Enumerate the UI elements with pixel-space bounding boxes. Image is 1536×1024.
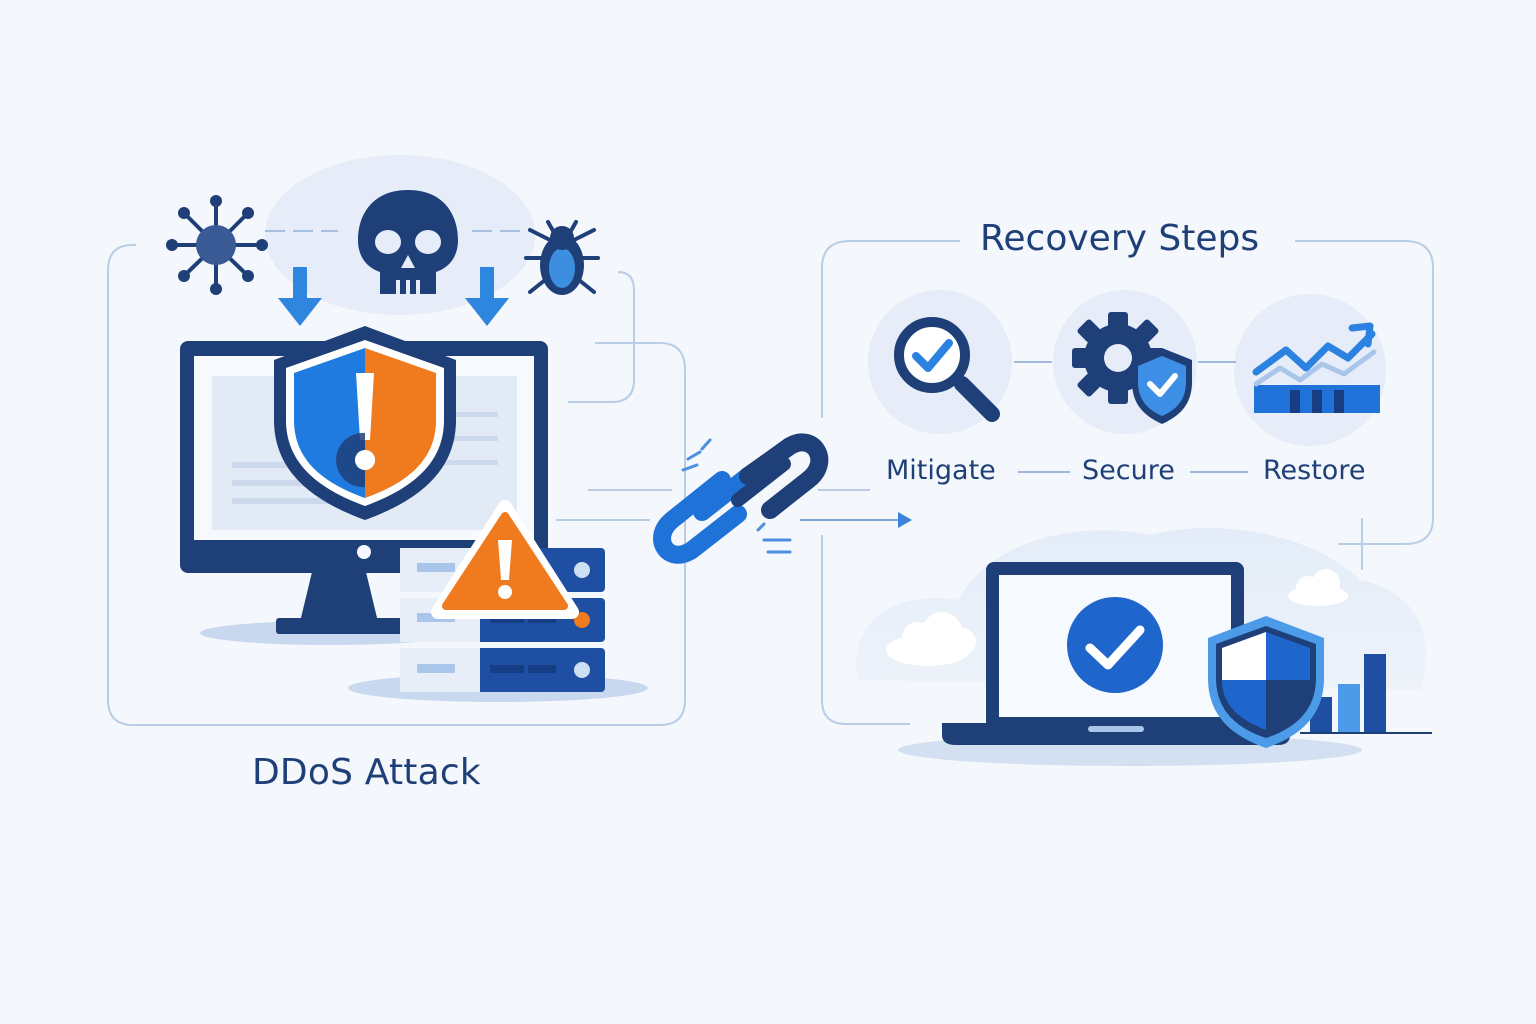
arrow-down-icon (465, 267, 509, 326)
step-label-mitigate: Mitigate (886, 455, 996, 486)
connector-arrow (800, 489, 912, 528)
alert-shield-icon (274, 326, 456, 520)
trend-chart-icon (1252, 322, 1380, 413)
step-label-secure: Secure (1082, 455, 1175, 486)
broken-chain-icon (653, 433, 829, 564)
recovery-title: Recovery Steps (980, 218, 1260, 259)
magnifier-check-icon (894, 317, 1000, 422)
attack-panel-frame (107, 244, 686, 726)
secure-shield-icon (1208, 616, 1324, 748)
recovery-panel-frame (821, 240, 1434, 725)
check-circle-icon (1067, 597, 1163, 693)
virus-icon (166, 195, 268, 295)
bar-chart-icon (1300, 654, 1432, 734)
cloud-icon (1288, 569, 1348, 606)
attack-title: DDoS Attack (252, 752, 481, 793)
gear-shield-icon (1072, 312, 1192, 424)
skull-icon (358, 190, 458, 294)
warning-triangle-icon (431, 500, 579, 619)
bug-icon (524, 220, 600, 295)
cloud-icon (886, 612, 976, 666)
arrow-down-icon (278, 267, 322, 326)
step-label-restore: Restore (1263, 455, 1366, 486)
